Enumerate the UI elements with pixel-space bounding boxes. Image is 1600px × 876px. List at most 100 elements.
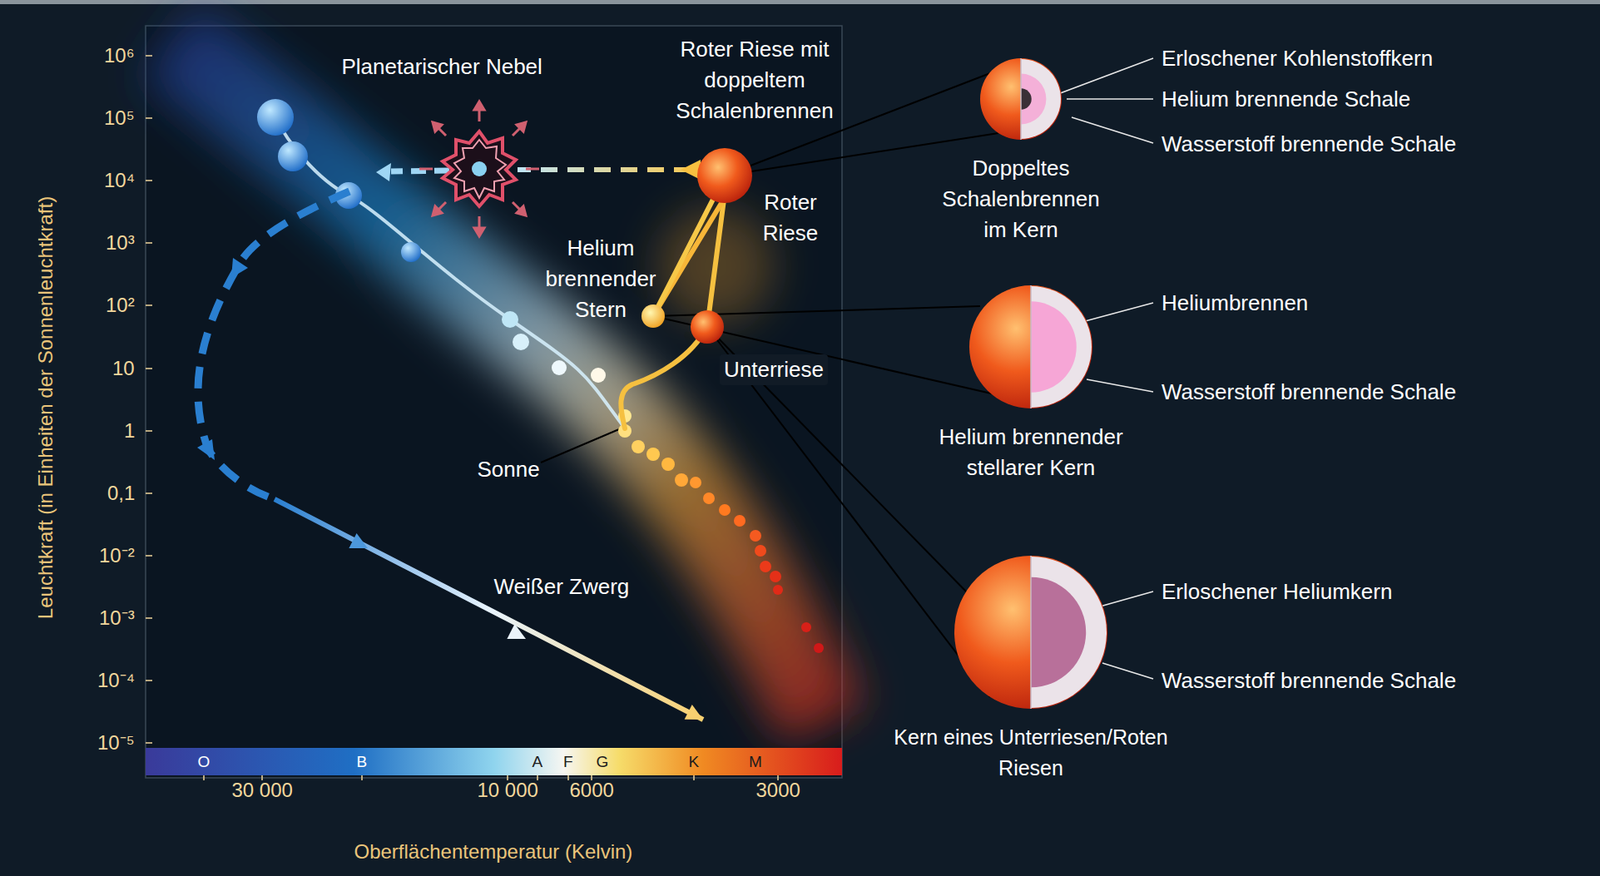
tick-label: 10⁵ xyxy=(104,104,135,133)
planetary-nebula-part-part xyxy=(432,122,442,132)
star-sphere xyxy=(980,58,1062,140)
tick-label: 3000 xyxy=(756,776,801,805)
main-sequence-stars-part xyxy=(590,367,606,383)
cross-section-drawing xyxy=(967,283,1095,411)
tick-label: 30 000 xyxy=(232,776,293,805)
main-sequence-stars-part xyxy=(754,544,767,557)
stage-label: Helium brennender Stern xyxy=(528,232,674,326)
y-ticks-part xyxy=(145,430,153,432)
spectral-class: O xyxy=(198,750,211,773)
tick-label: 10⁻⁵ xyxy=(97,728,135,758)
y-ticks xyxy=(145,55,153,744)
tick-label: 0,1 xyxy=(107,479,135,508)
cut-layer xyxy=(1030,577,1086,688)
x-ticks-part xyxy=(203,775,205,781)
main-sequence-stars-part xyxy=(674,473,689,487)
spectral-class: B xyxy=(356,750,368,773)
cut-edge xyxy=(1030,285,1032,409)
callout-label: Erloschener Kohlenstoffkern xyxy=(1161,43,1433,75)
top-border xyxy=(0,0,1600,5)
tick-label: 6000 xyxy=(569,776,615,805)
tick-label: 10³ xyxy=(105,228,135,258)
main-sequence-stars-part xyxy=(689,476,702,489)
stage-label: Roter Riese mit doppeltem Schalenbrennen xyxy=(667,34,843,127)
tick-label: 10² xyxy=(105,291,135,320)
leader-lines-part xyxy=(707,326,991,698)
white-dwarf-track-part xyxy=(391,170,450,172)
cut-edge xyxy=(1020,58,1022,140)
main-sequence-stars-part xyxy=(661,457,675,471)
main-sequence-stars-part xyxy=(646,447,660,461)
giant-tracks-part xyxy=(620,199,724,429)
white-dwarf-track-part xyxy=(348,533,368,549)
cut-layer xyxy=(1030,301,1077,393)
evolved-stars-part xyxy=(697,148,753,204)
y-ticks-part xyxy=(145,117,153,119)
tick-label: 10⁶ xyxy=(104,41,135,70)
planetary-nebula-part xyxy=(454,139,506,199)
cut-edge xyxy=(1030,555,1032,709)
planetary-nebula-part-part xyxy=(474,101,485,110)
spectral-class: G xyxy=(596,750,610,773)
tick-label: 10⁴ xyxy=(104,166,135,195)
star-sphere xyxy=(954,555,1108,709)
tick-label: 10⁻² xyxy=(99,541,135,570)
callout-label: Heliumbrennen xyxy=(1161,287,1308,319)
y-ticks-part xyxy=(145,679,153,682)
stage-label: Planetarischer Nebel xyxy=(341,51,543,83)
callout-label: Wasserstoff brennende Schale xyxy=(1161,376,1457,408)
white-dwarf-track-part xyxy=(198,191,350,500)
section-caption: Helium brennender stellarer Kern xyxy=(918,421,1144,484)
callout-leaders-part xyxy=(1071,117,1154,144)
y-ticks-part xyxy=(145,54,153,57)
tick-label: 10 000 xyxy=(477,776,539,805)
white-dwarf-track-part xyxy=(274,499,704,720)
spectral-class: M xyxy=(748,750,763,773)
leader-lines-part xyxy=(724,133,999,176)
callout-label: Wasserstoff brennende Schale xyxy=(1161,128,1457,160)
stage-label: Roter Riese xyxy=(744,187,837,249)
x-ticks-part xyxy=(361,775,363,781)
main-sequence-stars-part xyxy=(277,141,308,172)
callout-label: Helium brennende Schale xyxy=(1161,84,1411,115)
cross-section-drawing xyxy=(978,56,1064,142)
section-caption: Doppeltes Schalenbrennen im Kern xyxy=(929,153,1113,246)
y-ticks-part xyxy=(145,179,153,182)
tick-label: 1 xyxy=(123,416,135,446)
main-sequence-stars-part xyxy=(759,560,772,573)
main-sequence-stars-part xyxy=(772,584,783,595)
planetary-nebula-part-part xyxy=(419,168,433,171)
spectral-class: F xyxy=(563,750,574,773)
giant-tracks-part xyxy=(653,184,721,317)
evolved-stars-part xyxy=(641,304,665,328)
planetary-nebula-part-part xyxy=(432,206,442,216)
star-cross-section: Doppeltes Schalenbrennen im Kern xyxy=(896,58,1146,246)
main-sequence-stars-part xyxy=(813,643,824,654)
main-sequence-stars-part xyxy=(501,311,519,328)
planetary-nebula-part-part xyxy=(516,122,526,132)
tick-label: 10⁻³ xyxy=(99,604,135,633)
evolved-stars xyxy=(641,148,753,344)
main-sequence-stars-part xyxy=(401,242,422,263)
planetary-nebula xyxy=(419,101,540,237)
y-ticks-part xyxy=(145,554,153,557)
cut-layer xyxy=(1030,556,1107,709)
plot-panel xyxy=(145,25,843,778)
spectral-bar xyxy=(145,747,843,776)
cut-layer xyxy=(1020,74,1046,125)
y-ticks-part xyxy=(145,242,153,244)
main-sequence-stars-part xyxy=(512,333,530,351)
giant-tracks xyxy=(620,184,726,429)
main-sequence-stars-part xyxy=(703,492,715,505)
star-sphere xyxy=(969,285,1093,409)
planetary-nebula-part-part xyxy=(525,168,540,171)
evolved-stars-part xyxy=(690,310,724,344)
y-ticks-part xyxy=(145,617,153,620)
callout-leaders-part xyxy=(1066,98,1154,100)
cut-layer xyxy=(1020,59,1061,139)
y-ticks-part xyxy=(145,367,153,370)
planetary-nebula-part xyxy=(442,131,516,207)
main-sequence-stars-part xyxy=(631,440,645,454)
planetary-nebula-part-part xyxy=(474,227,485,237)
planetary-nebula-part xyxy=(419,101,540,237)
